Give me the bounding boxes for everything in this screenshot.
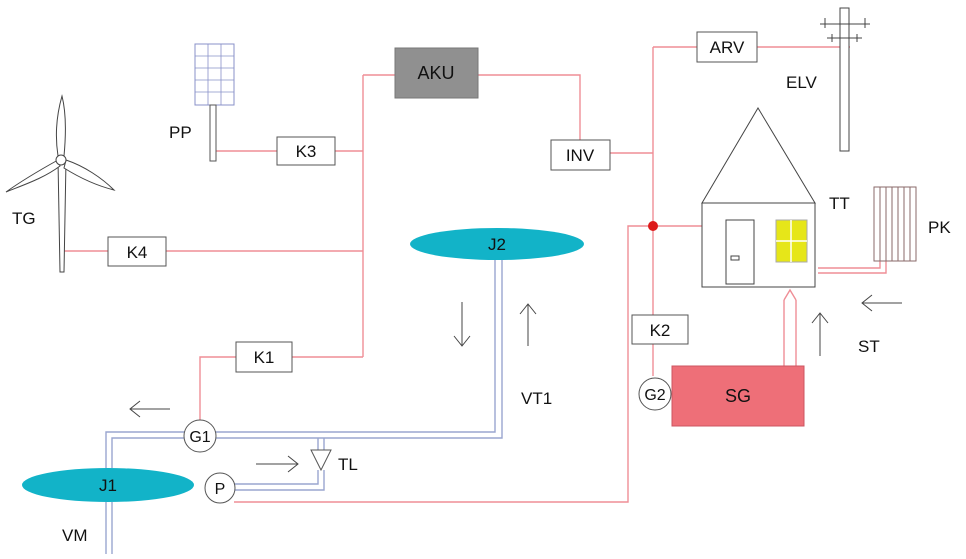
tt-label: TT	[829, 194, 850, 213]
house-icon	[701, 107, 816, 288]
solar-panel-post	[209, 104, 217, 162]
pipe-j2-to-g1-b	[215, 258, 503, 439]
wire-pk-to-house-b	[818, 261, 881, 269]
elv-label: ELV	[786, 73, 818, 92]
vm-label: VM	[62, 526, 88, 545]
pipe-g1-to-j1-a	[105, 431, 185, 468]
house-door-handle	[730, 255, 740, 261]
wire-aku-to-inv	[478, 74, 581, 140]
p-label: P	[215, 481, 226, 498]
turbine-tower	[57, 159, 67, 273]
st-label: ST	[858, 337, 880, 356]
wire-g1-to-k1	[199, 356, 236, 422]
arrow-right-tl	[256, 455, 299, 473]
house-door	[725, 219, 755, 285]
tg-label: TG	[12, 209, 36, 228]
sg-label: SG	[725, 386, 751, 406]
k3-label: K3	[296, 142, 317, 161]
arv-label: ARV	[710, 38, 745, 57]
electrical-wiring	[62, 46, 887, 503]
steam-generator-sg: SG	[671, 365, 805, 427]
switch-k1: K1	[235, 341, 293, 373]
k1-label: K1	[254, 348, 275, 367]
pipe-j2-to-g1-a	[215, 258, 496, 433]
generator-g1: G1	[183, 419, 217, 453]
reservoir-j2: J2	[410, 228, 584, 260]
tl-label: TL	[338, 455, 358, 474]
pole-shaft	[839, 7, 850, 152]
vt1-flow-arrows	[453, 302, 537, 347]
switch-k2: K2	[631, 314, 689, 345]
battery-aku: AKU	[394, 47, 479, 99]
arrow-left-g1	[129, 400, 170, 418]
k4-label: K4	[127, 243, 148, 262]
pump-p: P	[204, 472, 236, 504]
inverter-inv: INV	[550, 139, 611, 171]
meter-arv: ARV	[696, 31, 758, 63]
turbine-blade-up	[55, 94, 66, 157]
generator-g2: G2	[638, 377, 672, 411]
house-roof	[701, 107, 816, 204]
reservoir-j1: J1	[22, 468, 194, 502]
wire-pk-to-house-a	[818, 261, 887, 274]
turbine-blade-left	[5, 159, 61, 193]
aku-label: AKU	[417, 63, 454, 83]
k2-label: K2	[650, 321, 671, 340]
wire-sg-house-tip	[783, 288, 797, 301]
j1-label: J1	[99, 476, 117, 495]
solar-panel-frame	[194, 43, 235, 106]
j2-label: J2	[488, 235, 506, 254]
pipe-g1-to-j1-b	[111, 437, 185, 468]
pipe-tl-to-p-a	[234, 470, 319, 485]
turbine-blade-right	[63, 159, 116, 191]
pp-label: PP	[169, 123, 192, 142]
water-pipes	[105, 258, 503, 554]
g1-label: G1	[189, 429, 210, 446]
solar-panel-icon	[194, 43, 235, 162]
pk-label: PK	[928, 218, 951, 237]
wind-turbine-icon	[5, 94, 116, 273]
turbine-hub	[55, 154, 67, 166]
switch-k3: K3	[276, 136, 336, 166]
turbine-tl: TL	[310, 449, 358, 474]
inv-label: INV	[566, 146, 595, 165]
pipe-tl-to-p-b	[234, 470, 325, 491]
switch-k4: K4	[107, 236, 167, 267]
wire-junction-to-pump	[234, 225, 653, 503]
junction-dot	[648, 221, 658, 231]
vt1-label: VT1	[521, 389, 552, 408]
collector-pk-icon	[873, 186, 917, 262]
g2-label: G2	[644, 387, 665, 404]
st-arrows	[811, 294, 902, 356]
utility-pole-icon	[820, 7, 870, 152]
